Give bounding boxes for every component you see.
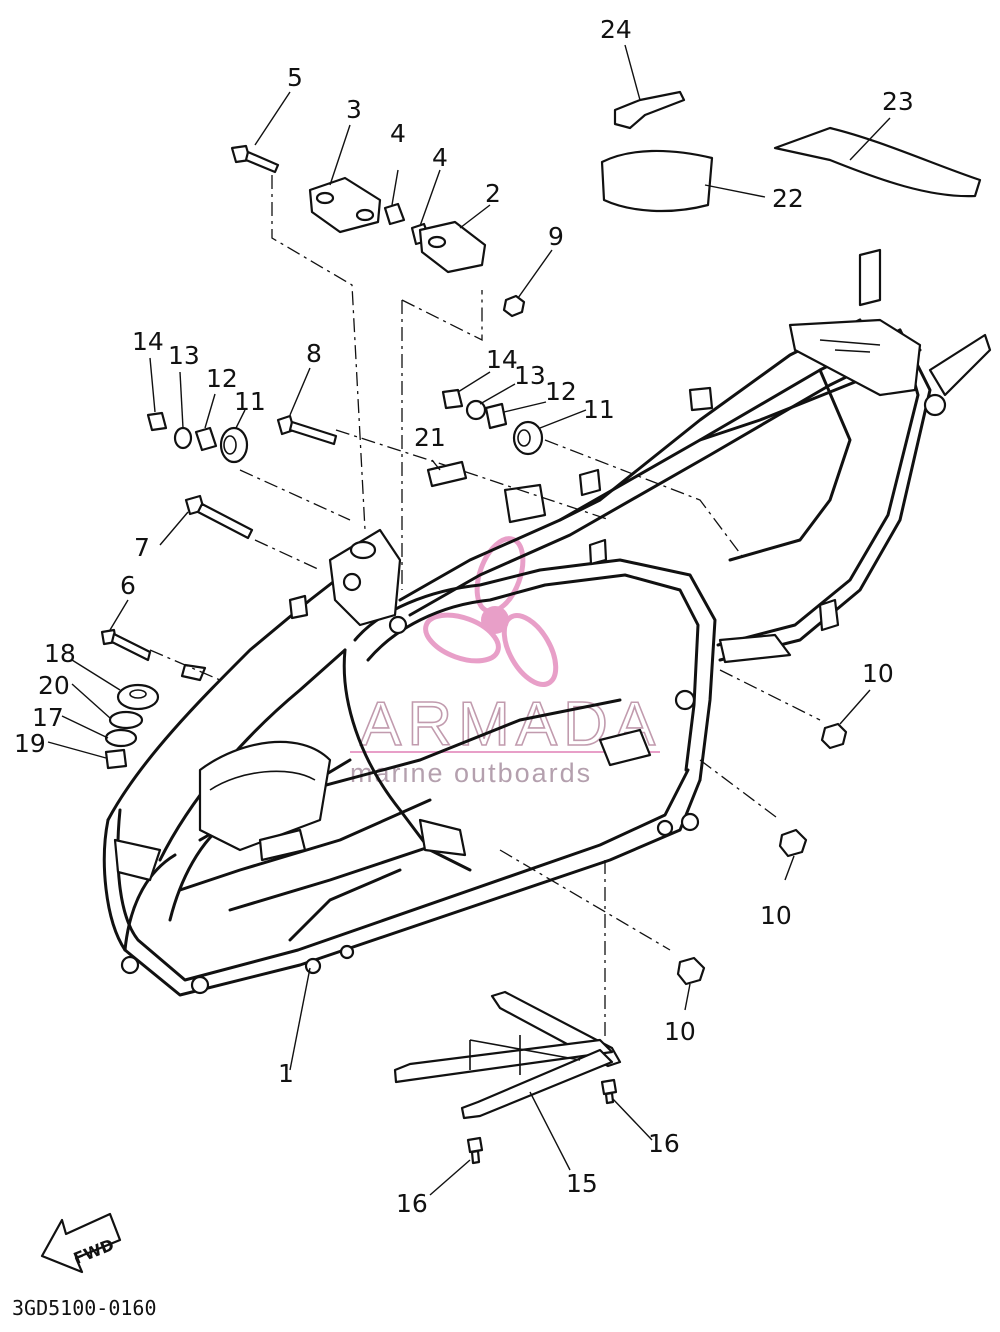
left-damper-stack (104, 683, 160, 770)
callout-labels: 1 2 3 4 4 5 6 7 8 9 10 10 10 11 11 12 12… (14, 15, 914, 1218)
callout-6: 6 (120, 571, 136, 600)
callout-18: 18 (44, 639, 76, 668)
callout-12b: 12 (545, 377, 577, 406)
callout-16b: 16 (396, 1189, 428, 1218)
callout-23: 23 (882, 87, 914, 116)
part-16-bolt-left (466, 1136, 484, 1165)
callout-20: 20 (38, 671, 70, 700)
callout-4b: 4 (432, 143, 448, 172)
callout-24: 24 (600, 15, 632, 44)
callout-7: 7 (134, 533, 150, 562)
assembly-lines (149, 175, 821, 1040)
fwd-direction-badge: FWD (40, 1212, 122, 1274)
part-2-bracket (418, 220, 487, 274)
callout-17: 17 (32, 703, 64, 732)
part-23-plate (773, 126, 982, 198)
right-mount-stack (441, 388, 544, 456)
part-15-brace (393, 990, 622, 1120)
callout-14a: 14 (132, 327, 164, 356)
callout-9: 9 (548, 222, 564, 251)
watermark-propeller-icon (423, 536, 559, 687)
part-9-nut (502, 294, 526, 318)
callout-10b: 10 (760, 901, 792, 930)
callout-11b: 11 (583, 395, 615, 424)
part-6-bolt (100, 628, 152, 662)
callout-13b: 13 (514, 361, 546, 390)
callout-15: 15 (566, 1169, 598, 1198)
part-3-bracket (308, 176, 382, 234)
leader-lines (47, 44, 891, 1196)
left-mount-stack (146, 411, 249, 464)
callout-21: 21 (414, 423, 446, 452)
part-21-label (426, 460, 468, 488)
callout-4a: 4 (390, 119, 406, 148)
part-10-nut-middle (778, 828, 808, 858)
part-24-clip (613, 90, 686, 130)
callout-3: 3 (346, 95, 362, 124)
diagram-code: 3GD5100-0160 (12, 1296, 157, 1320)
callout-13a: 13 (168, 341, 200, 370)
callout-2: 2 (485, 179, 501, 208)
callout-16a: 16 (648, 1129, 680, 1158)
callout-11a: 11 (234, 387, 266, 416)
watermark-tagline: marine outboards (350, 758, 592, 788)
part-10-nut-lower (676, 956, 706, 986)
part-16-bolt-right (600, 1078, 618, 1105)
callout-5: 5 (287, 63, 303, 92)
part-8-bolt (276, 414, 338, 446)
callout-22: 22 (772, 184, 804, 213)
callout-12a: 12 (206, 364, 238, 393)
part-22-cover (600, 149, 714, 213)
main-frame (102, 248, 992, 997)
part-10-nut-upper (820, 722, 848, 750)
callout-10c: 10 (664, 1017, 696, 1046)
callout-14b: 14 (486, 345, 518, 374)
callout-19: 19 (14, 729, 46, 758)
callout-1: 1 (278, 1059, 294, 1088)
callout-10a: 10 (862, 659, 894, 688)
callout-8: 8 (306, 339, 322, 368)
part-5-bolt (230, 144, 280, 174)
fwd-arrow-icon (40, 1212, 122, 1274)
part-7-bolt (184, 494, 254, 540)
